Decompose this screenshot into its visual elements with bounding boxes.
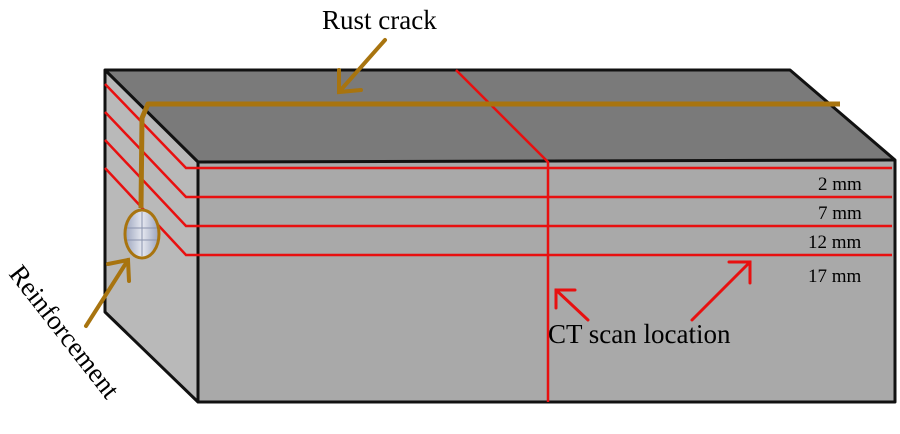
rust-crack-line — [138, 101, 840, 209]
scan-line-17mm — [104, 167, 892, 257]
scan-line-2mm — [104, 83, 892, 170]
top-face — [105, 70, 895, 162]
ct-scan-arrow-left — [554, 288, 590, 322]
scan-line-7mm — [104, 111, 892, 199]
depth-label-17mm: 17 mm — [808, 266, 862, 287]
reinforcement-bar — [123, 208, 161, 260]
rust-crack-arrow — [337, 38, 387, 95]
ct-scan-location-label: CT scan location — [548, 319, 731, 349]
ct-scan-lines — [104, 69, 892, 402]
scan-line-vertical — [455, 69, 550, 402]
depth-label-2mm: 2 mm — [818, 174, 862, 195]
depth-label-7mm: 7 mm — [818, 203, 862, 224]
block-edges — [103, 68, 897, 404]
ct-scan-arrow-right — [690, 260, 752, 322]
rust-crack-label: Rust crack — [322, 5, 437, 35]
scan-line-12mm — [104, 139, 892, 228]
front-face — [198, 160, 895, 402]
reinforcement-arrow — [84, 257, 131, 328]
depth-label-12mm: 12 mm — [808, 232, 862, 253]
